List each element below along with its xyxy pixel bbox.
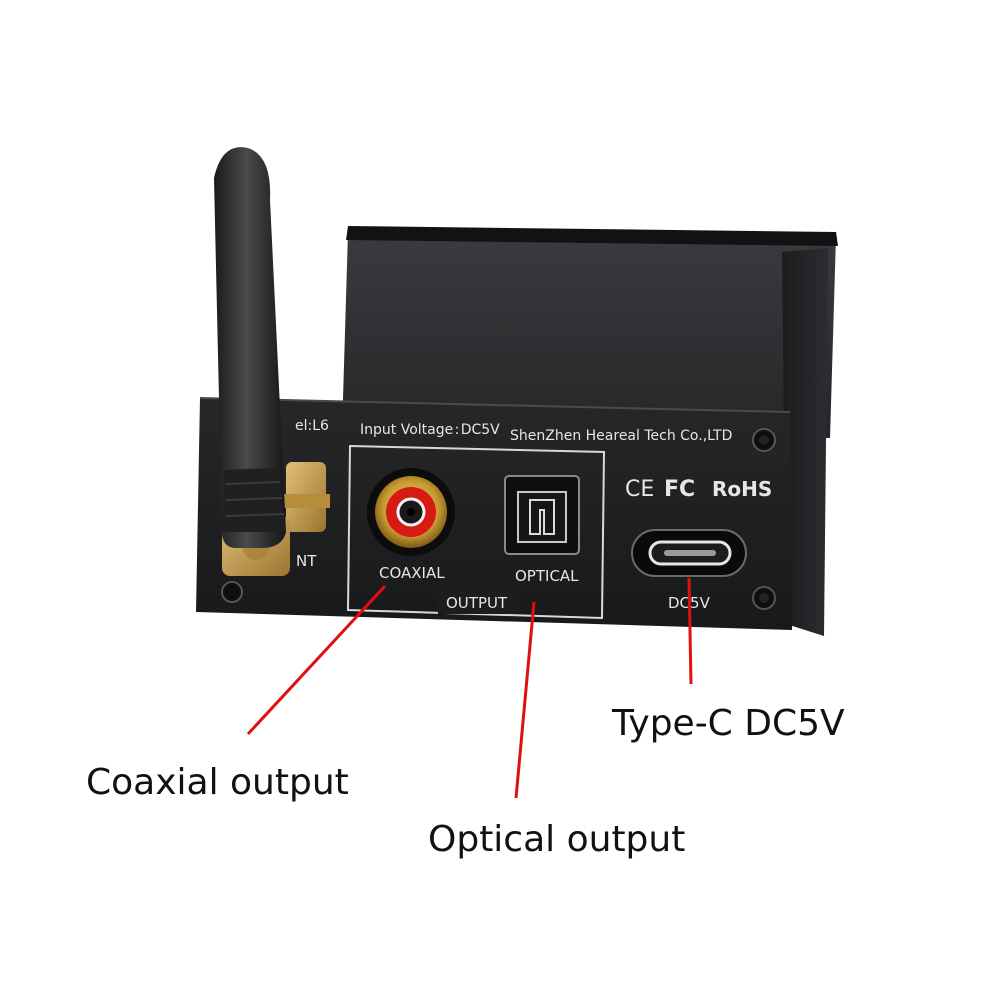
optical-port-label: OPTICAL <box>515 567 579 585</box>
typec-leader-line <box>687 577 693 685</box>
optical-toslink-jack <box>504 475 580 555</box>
antenna <box>214 147 286 548</box>
typec-callout: Type-C DC5V <box>612 703 845 744</box>
output-group-frame <box>346 444 606 620</box>
optical-leader-line <box>514 601 536 799</box>
coaxial-port-label: COAXIAL <box>379 564 445 582</box>
housing-top-lip <box>346 226 838 246</box>
coaxial-output-callout: Coaxial output <box>86 762 349 803</box>
output-group-label: OUTPUT <box>446 594 508 612</box>
screw-icon <box>221 581 243 603</box>
input-voltage-label: Input Voltage : DC5V <box>360 422 500 438</box>
antenna-port-label: NT <box>296 552 317 570</box>
ce-mark: CE <box>625 477 654 502</box>
usb-c-port <box>631 529 747 577</box>
housing-side <box>782 248 828 636</box>
coaxial-rca-jack <box>367 468 455 556</box>
coaxial-leader-line <box>246 584 387 736</box>
housing-top <box>342 232 836 438</box>
fcc-mark: FC <box>664 477 695 502</box>
rohs-mark: RoHS <box>712 477 772 501</box>
manufacturer-label: ShenZhen Heareal Tech Co.,LTD <box>510 428 732 444</box>
optical-output-callout: Optical output <box>428 819 686 860</box>
model-label: el:L6 <box>295 418 329 434</box>
